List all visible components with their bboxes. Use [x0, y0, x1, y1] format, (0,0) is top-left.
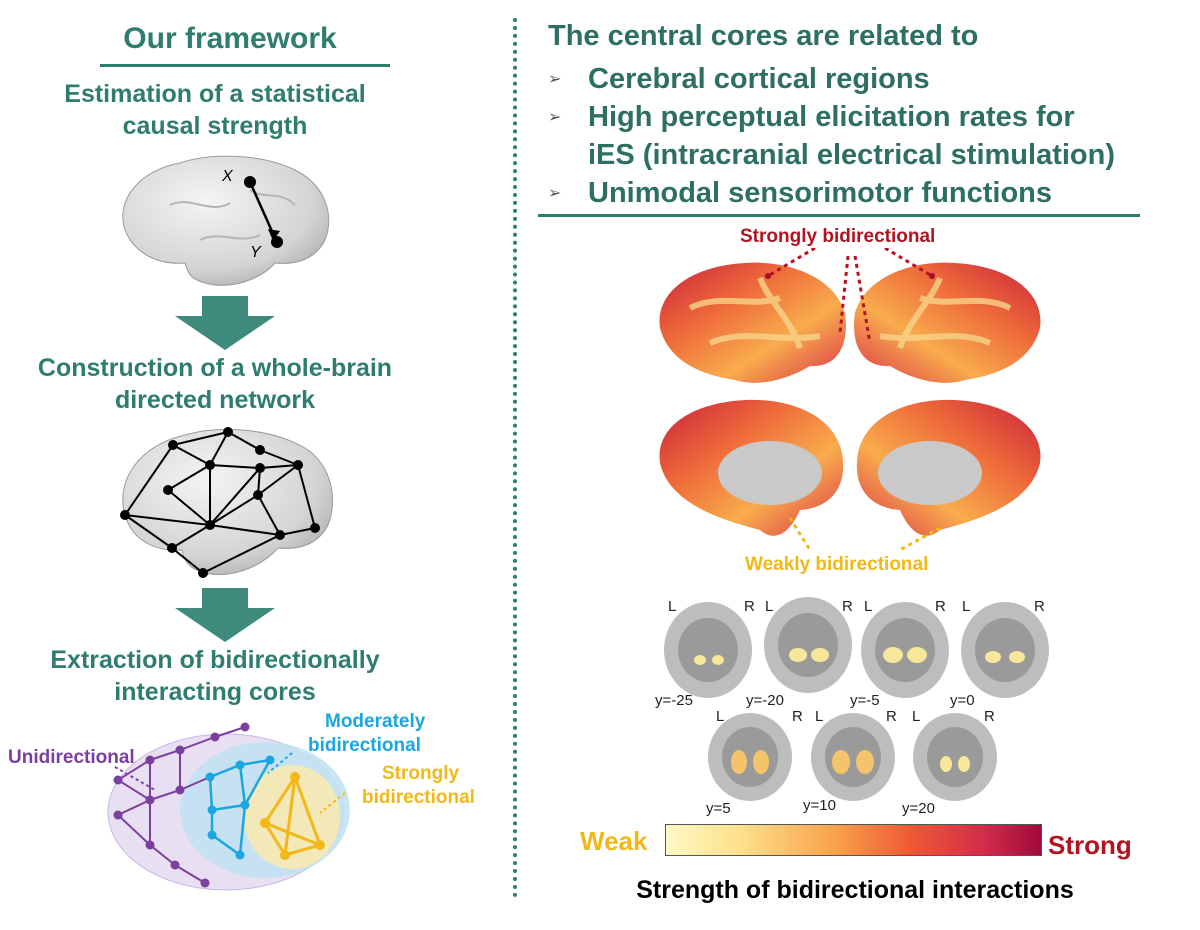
step-3-title: Extraction of bidirectionally interactin…	[10, 644, 420, 708]
slice-7	[913, 713, 997, 801]
slices-top-row	[660, 595, 1060, 705]
brain-shape	[122, 155, 330, 286]
slice-6-l: L	[815, 708, 824, 725]
slice-3	[861, 602, 949, 698]
node-x-label: X	[221, 168, 234, 185]
coronal-slices-top	[664, 597, 1049, 698]
node-x	[244, 176, 256, 188]
node-y-label: Y	[250, 244, 262, 261]
framework-title: Our framework	[123, 22, 337, 55]
colorbar-weak-label: Weak	[580, 826, 648, 856]
legend-moderately-1: Moderately	[325, 711, 426, 732]
slice-7-r: R	[984, 708, 995, 725]
network-nodes	[120, 427, 320, 578]
slice-4	[961, 602, 1049, 698]
step-2-title: Construction of a whole-brain directed n…	[10, 352, 420, 416]
slice-label-5: y=5	[706, 800, 731, 817]
legend-unidirectional: Unidirectional	[8, 747, 135, 768]
slice-6-r: R	[886, 708, 897, 725]
bullet-1: ➢ Cerebral cortical regions	[548, 60, 930, 99]
bullet-2: ➢ High perceptual elicitation rates for	[548, 98, 1075, 137]
column-divider	[513, 18, 517, 898]
slice-label-7: y=20	[902, 800, 935, 817]
legend-strongly-2: bidirectional	[362, 787, 475, 808]
legend-moderately-2: bidirectional	[308, 735, 421, 756]
slice-1-r: R	[744, 598, 755, 615]
cores-title: The central cores are related to	[548, 20, 979, 52]
slice-3-l: L	[864, 598, 873, 615]
coronal-slices-bottom	[708, 713, 997, 801]
brain-cores-figure: Unidirectional Moderately bidirectional …	[8, 711, 475, 891]
bullet-arrow-icon: ➢	[548, 185, 562, 203]
down-arrow-1	[175, 296, 275, 350]
slice-1	[664, 602, 752, 698]
slice-5-r: R	[792, 708, 803, 725]
slice-label-2: y=-20	[746, 692, 784, 709]
step-1-line-2: causal strength	[122, 112, 308, 140]
step-3-line-1: Extraction of bidirectionally	[50, 646, 380, 674]
bullet-2-continuation: iES (intracranial electrical stimulation…	[588, 136, 1115, 174]
bullet-arrow-icon: ➢	[548, 109, 562, 127]
lateral-right-hemisphere	[854, 262, 1041, 383]
legend-strongly-1: Strongly	[382, 763, 459, 784]
bullet-arrow-icon: ➢	[548, 71, 562, 89]
node-y	[271, 236, 283, 248]
brain-shape-2	[122, 428, 334, 575]
step-2-line-1: Construction of a whole-brain	[37, 354, 393, 382]
lateral-left-hemisphere	[659, 262, 846, 383]
step-3-line-2: interacting cores	[114, 678, 316, 706]
slice-4-l: L	[962, 598, 971, 615]
slice-label-6: y=10	[803, 797, 836, 814]
slice-1-l: L	[668, 598, 677, 615]
slice-2-l: L	[765, 598, 774, 615]
bullet-3: ➢ Unimodal sensorimotor functions	[548, 174, 1052, 213]
colorbar	[665, 824, 1042, 856]
strongly-bidirectional-label: Strongly bidirectional	[740, 226, 936, 247]
slice-2	[764, 597, 852, 693]
colorbar-caption: Strength of bidirectional interactions	[636, 876, 1074, 904]
cortical-maps-figure	[659, 248, 1041, 552]
framework-title-rule	[100, 64, 390, 67]
step-1-title: Estimation of a statistical causal stren…	[10, 78, 420, 142]
slice-label-4: y=0	[950, 692, 975, 709]
slice-5-l: L	[716, 708, 725, 725]
slice-2-r: R	[842, 598, 853, 615]
slice-6	[811, 713, 895, 801]
slice-label-1: y=-25	[655, 692, 693, 709]
brain-directed-network-figure	[120, 427, 334, 578]
network-edges	[124, 431, 316, 574]
slice-4-r: R	[1034, 598, 1045, 615]
bullet-1-text: Cerebral cortical regions	[588, 63, 930, 95]
bullet-3-text: Unimodal sensorimotor functions	[588, 177, 1053, 209]
weakly-bidirectional-label: Weakly bidirectional	[745, 554, 929, 575]
cores-title-rule	[538, 214, 1140, 217]
bullet-2-text: High perceptual elicitation rates for	[588, 101, 1075, 133]
slice-5	[708, 713, 792, 801]
slice-7-l: L	[912, 708, 921, 725]
brain-causal-strength-figure: X Y	[122, 155, 330, 286]
slice-label-3: y=-5	[850, 692, 880, 709]
down-arrow-2	[175, 588, 275, 642]
colorbar-strong-label: Strong	[1048, 830, 1132, 860]
step-2-line-2: directed network	[114, 386, 316, 414]
slice-3-r: R	[935, 598, 946, 615]
step-1-line-1: Estimation of a statistical	[64, 80, 366, 108]
causal-arrow	[248, 181, 277, 239]
bullet-2-text-2: iES (intracranial electrical stimulation…	[588, 139, 1115, 171]
